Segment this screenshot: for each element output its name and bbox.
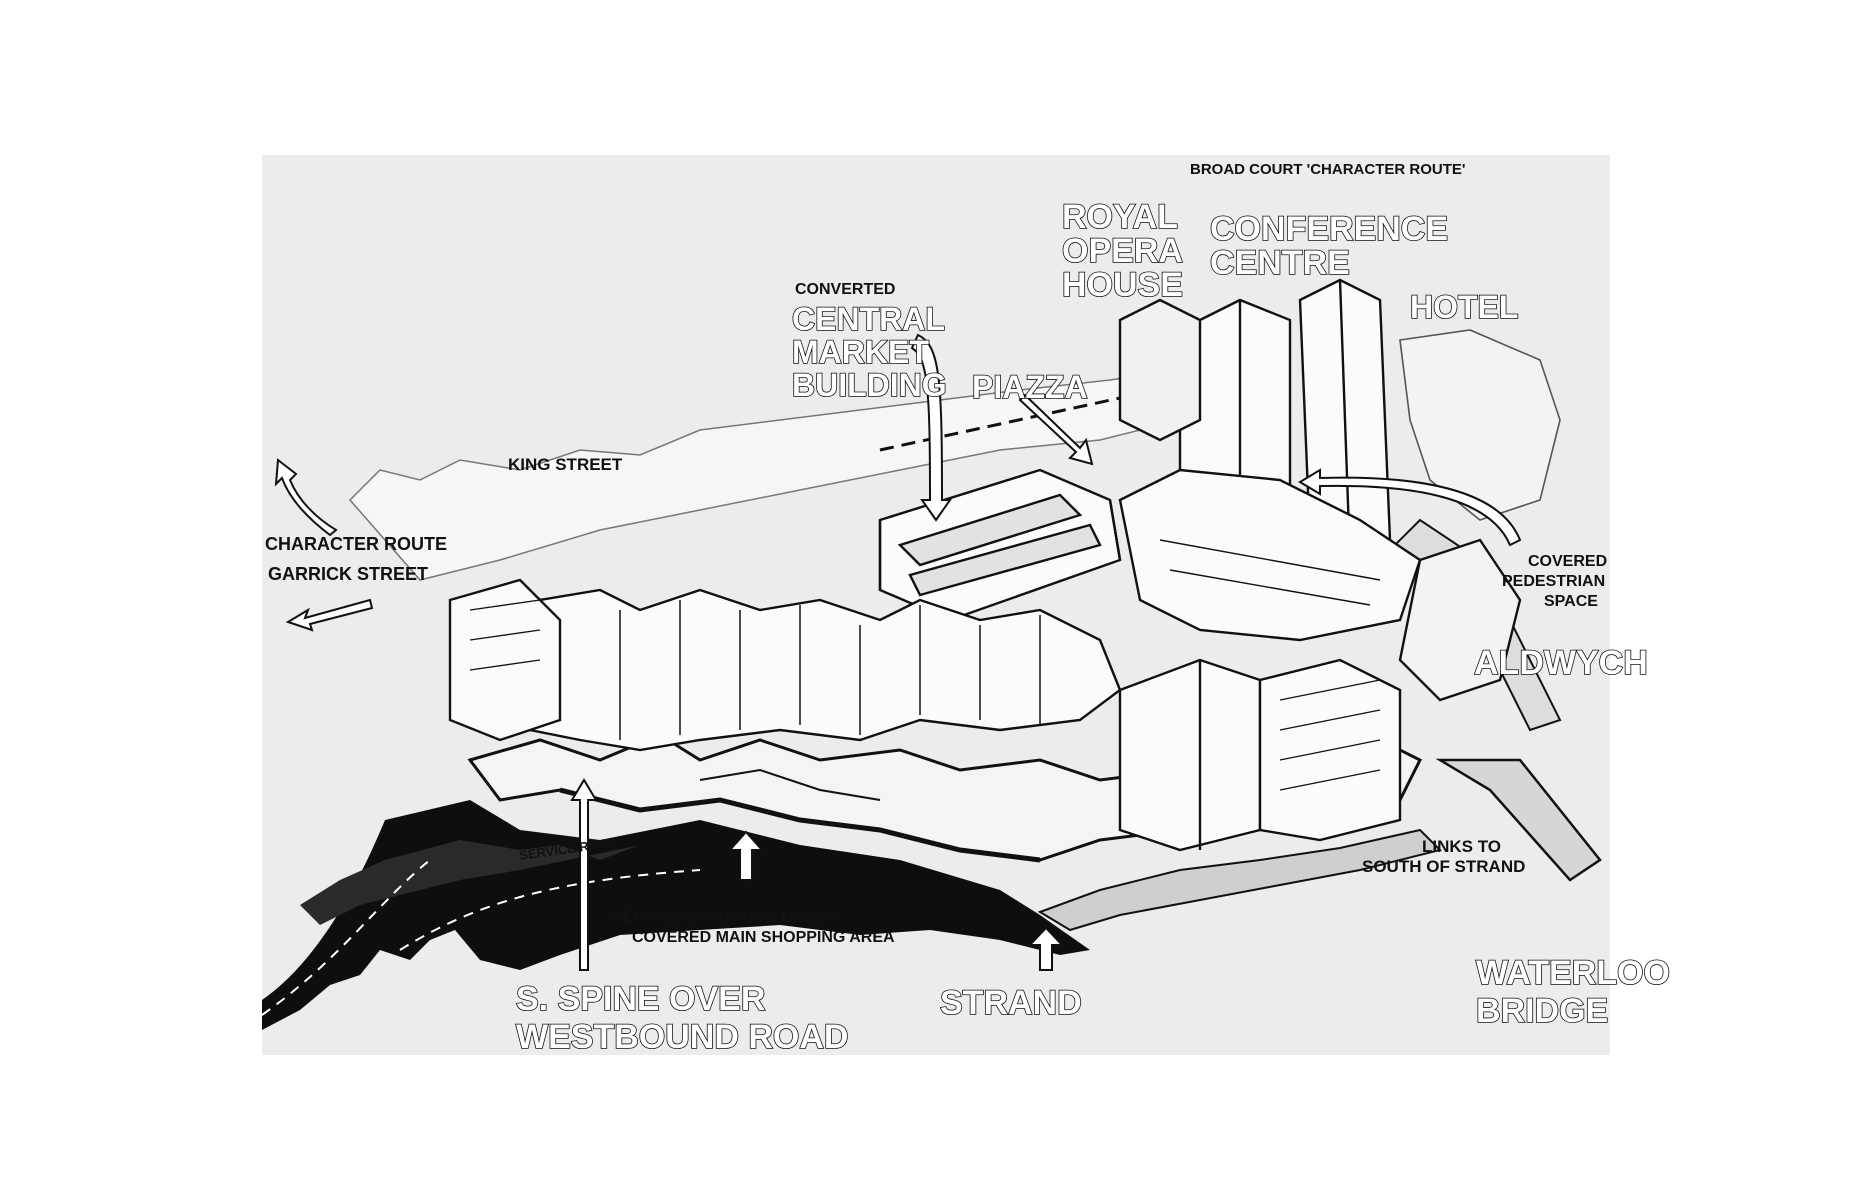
label-servicing-2: COVERED MAIN SHOPPING AREA (632, 929, 895, 946)
label-s-spine: S. SPINE OVER (516, 980, 765, 1018)
king-street-row (348, 369, 1181, 581)
label-pedestrian: PEDESTRIAN (1502, 573, 1605, 590)
label-space: SPACE (1544, 593, 1598, 610)
label-market: MARKET (792, 334, 929, 370)
label-south-of-strand: SOUTH OF STRAND (1362, 857, 1525, 876)
label-hotel: HOTEL (1410, 289, 1518, 325)
arrow-character-route (274, 458, 338, 537)
label-character-route: CHARACTER ROUTE (265, 534, 447, 554)
label-piazza: PIAZZA (972, 369, 1088, 405)
aldwych-blocks (1399, 329, 1561, 521)
annotation-arrows (274, 333, 1522, 971)
arrow-piazza (1018, 393, 1094, 466)
arrow-garrick-street (285, 598, 374, 632)
label-servicing-1: SERVICING/PARKING UNDER (612, 909, 839, 926)
conference-centre-podium (1118, 468, 1422, 642)
label-royal: ROYAL (1062, 198, 1178, 236)
label-converted: CONVERTED (795, 281, 895, 298)
label-house: HOUSE (1062, 266, 1183, 304)
south-spine-blocks (518, 588, 1122, 752)
building-masses (348, 278, 1561, 852)
label-central: CENTRAL (792, 301, 945, 337)
service-road (300, 840, 640, 925)
label-aldwych: ALDWYCH (1474, 644, 1648, 682)
label-king-street: KING STREET (508, 455, 623, 474)
arrow-strand (1027, 926, 1065, 971)
arrow-servicing (727, 830, 765, 881)
strand-office-block (1118, 658, 1262, 852)
royal-opera-house-block (1118, 298, 1202, 442)
label-garrick-street: GARRICK STREET (268, 564, 428, 584)
label-centre: CENTRE (1210, 244, 1350, 282)
label-conference: CONFERENCE (1210, 210, 1448, 248)
west-blocks (448, 578, 562, 742)
labels: BROAD COURT 'CHARACTER ROUTE' ROYAL OPER… (265, 161, 1671, 1057)
label-westbound-road: WESTBOUND ROAD (516, 1018, 848, 1056)
label-waterloo: WATERLOO (1476, 954, 1670, 992)
label-opera: OPERA (1062, 232, 1183, 270)
central-market-building (878, 468, 1122, 622)
label-broad-court: BROAD COURT 'CHARACTER ROUTE' (1190, 161, 1465, 178)
label-building: BUILDING (792, 367, 947, 403)
label-links-to: LINKS TO (1422, 837, 1501, 856)
waterloo-bridge-road (1435, 758, 1602, 882)
arrow-covered-space (1298, 468, 1522, 547)
label-strand: STRAND (940, 984, 1082, 1022)
label-covered: COVERED (1528, 553, 1607, 570)
label-bridge: BRIDGE (1476, 992, 1608, 1030)
arrow-central-market (910, 333, 952, 522)
arrow-s-spine (570, 778, 598, 971)
strand-road (1037, 828, 1442, 932)
